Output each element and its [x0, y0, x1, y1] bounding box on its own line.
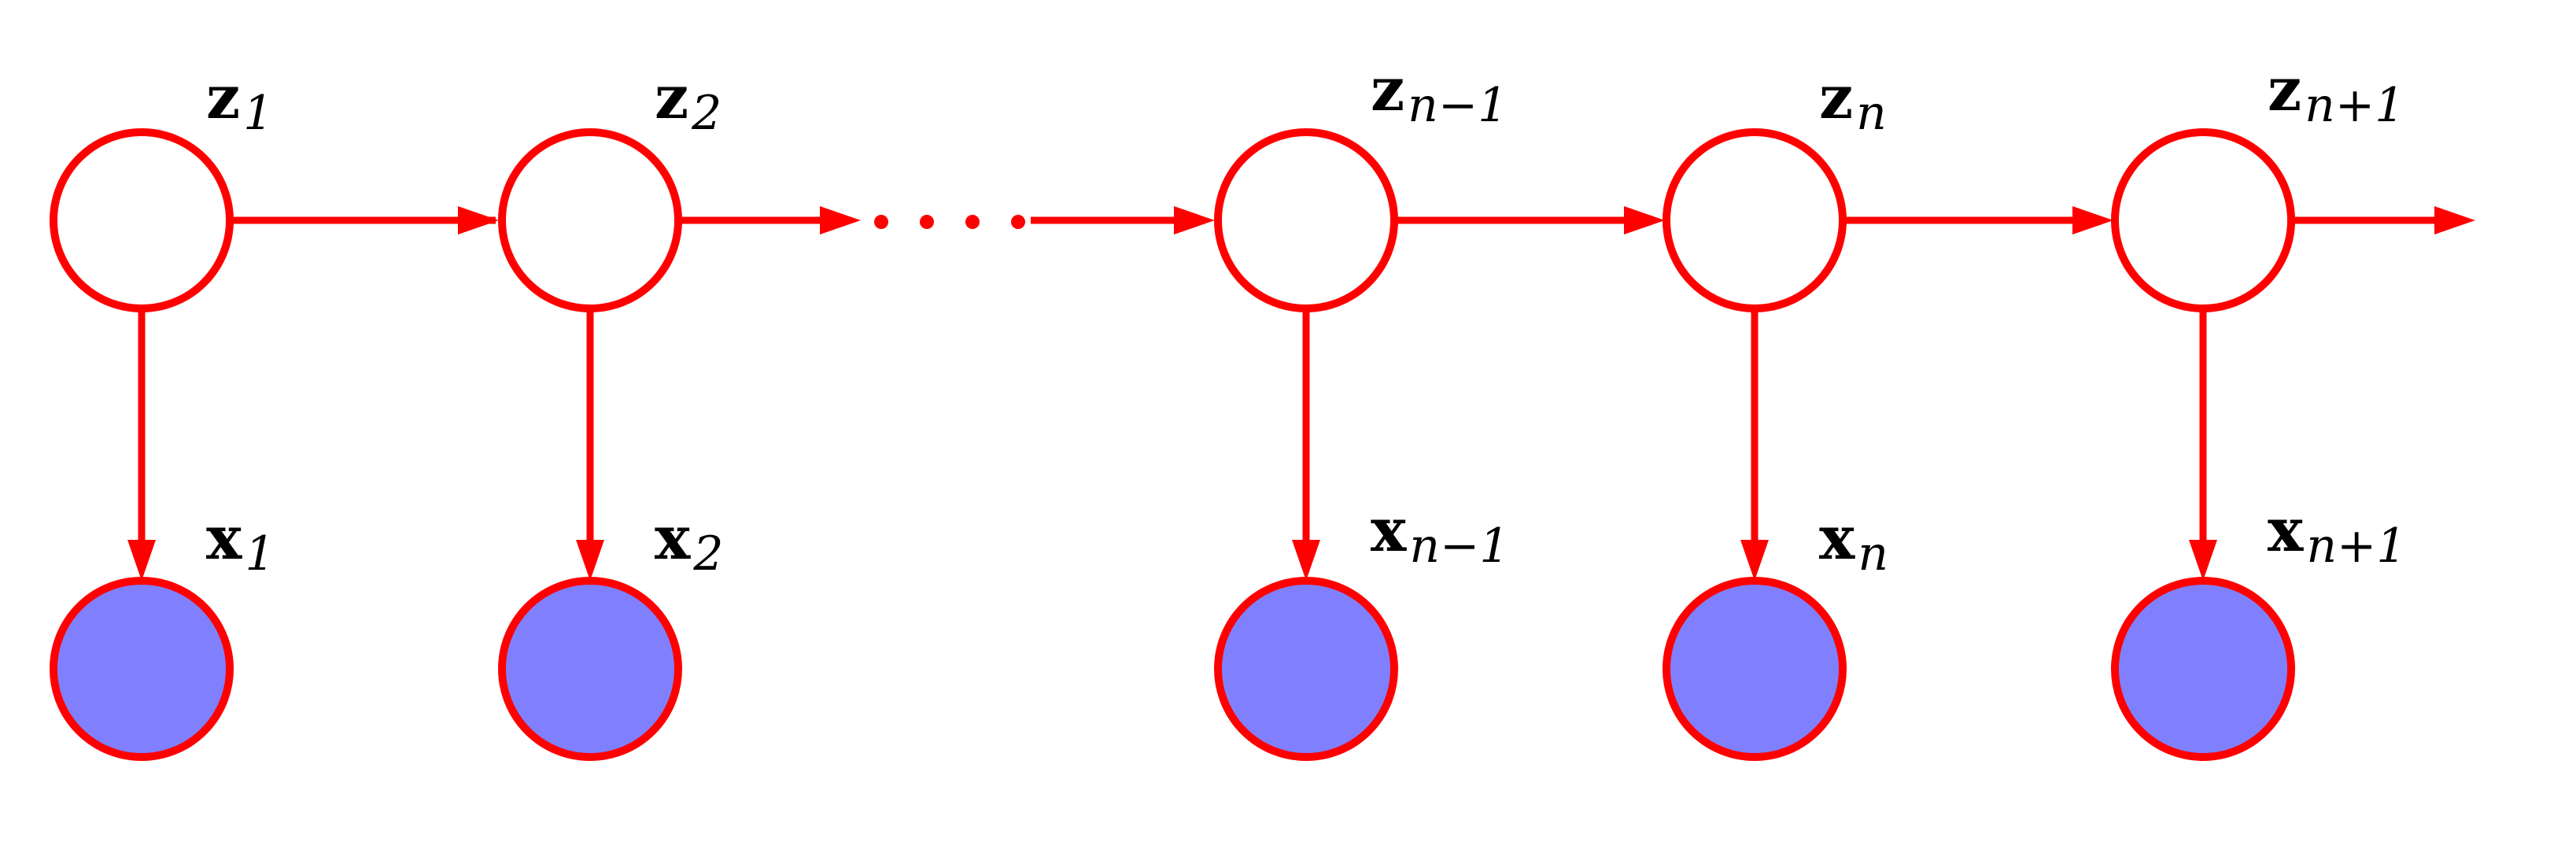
arrowhead-z1-z2 [458, 206, 499, 235]
ellipsis [874, 215, 1025, 229]
label-xn+1: xn+1 [2268, 495, 2406, 574]
ellipsis-dot [1011, 215, 1025, 229]
observed-node-xn+1 [2111, 577, 2295, 761]
observed-node-xn [1663, 577, 1847, 761]
label-z2: z2 [655, 62, 722, 141]
latent-labels: z1 z2 zn−1 zn zn+1 [206, 54, 2404, 141]
arrowhead-zn-1-zn [1624, 206, 1665, 235]
latent-node-zn [1663, 128, 1847, 312]
latent-node-zn-1 [1214, 128, 1398, 312]
label-xn: xn [1819, 503, 1888, 582]
arrowhead-z2-ellipsis [820, 206, 861, 235]
observed-node-x2 [498, 577, 682, 761]
label-zn: zn [1819, 62, 1887, 141]
arrowhead-zn+1-out [2434, 206, 2475, 235]
observed-node-xn-1 [1214, 577, 1398, 761]
label-x1: x1 [206, 503, 275, 582]
latent-node-zn+1 [2111, 128, 2295, 312]
arrowhead-ellipsis-zn-1 [1174, 206, 1215, 235]
emission-edges [127, 311, 2217, 581]
observed-node-x1 [50, 577, 234, 761]
arrowhead-zn-1-xn-1 [1292, 540, 1320, 581]
label-z1: z1 [206, 62, 273, 141]
label-xn-1: xn−1 [1371, 495, 1509, 574]
observed-nodes [50, 577, 2295, 761]
latent-node-z2 [498, 128, 682, 312]
arrowhead-z1-x1 [127, 540, 156, 581]
label-zn-1: zn−1 [1371, 54, 1508, 133]
ellipsis-dot [874, 215, 888, 229]
ellipsis-dot [965, 215, 980, 229]
latent-node-z1 [50, 128, 234, 312]
ellipsis-dot [920, 215, 934, 229]
arrowhead-z2-x2 [576, 540, 604, 581]
label-x2: x2 [655, 503, 724, 582]
observed-labels: x1 x2 xn−1 xn xn+1 [206, 495, 2406, 582]
arrowhead-zn-zn+1 [2072, 206, 2113, 235]
chain-edges [232, 206, 2475, 235]
label-zn+1: zn+1 [2268, 54, 2404, 133]
arrowhead-zn-xn [1740, 540, 1769, 581]
arrowhead-zn+1-xn+1 [2189, 540, 2217, 581]
latent-nodes [50, 128, 2295, 312]
